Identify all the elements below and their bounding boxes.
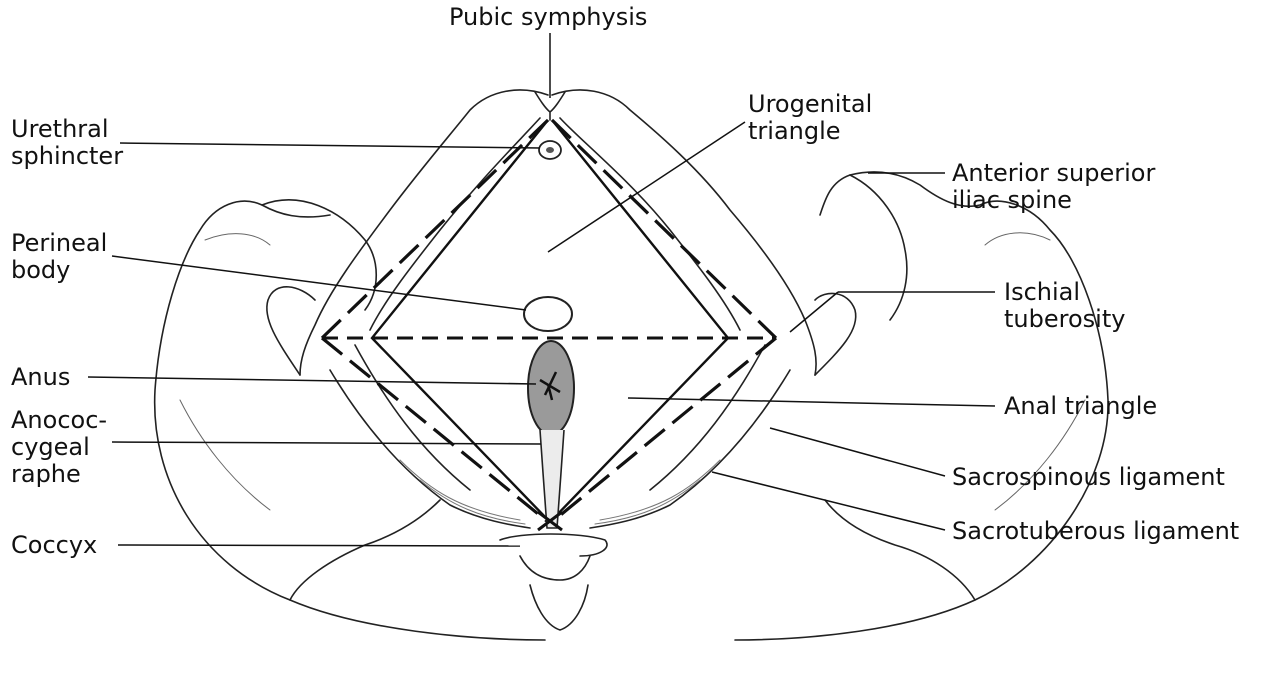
label-ischial-tuberosity: Ischial tuberosity	[1004, 279, 1125, 333]
leader-sacrotuberous-ligament	[712, 472, 945, 530]
label-anterior-superior-iliac-spine: Anterior superior iliac spine	[952, 160, 1155, 214]
anal-triangle-right-edge	[552, 338, 776, 522]
leader-anal-triangle	[628, 398, 995, 406]
label-anus: Anus	[11, 364, 70, 391]
inner-diamond-right	[552, 120, 728, 520]
label-anococcygeal-raphe: Anococ- cygeal raphe	[11, 407, 107, 488]
leader-sacrospinous-ligament	[770, 428, 945, 476]
left-sacrotuberous-ligament	[330, 345, 530, 528]
left-ligament-fibers	[400, 460, 525, 524]
label-urogenital-triangle: Urogenital triangle	[748, 91, 872, 145]
right-sacrotuberous-ligament	[590, 345, 790, 528]
urethral-sphincter-shape	[539, 141, 561, 159]
leader-perineal-body	[112, 256, 526, 310]
label-sacrospinous-ligament: Sacrospinous ligament	[952, 464, 1225, 491]
right-ligament-fibers	[595, 460, 720, 524]
label-perineal-body: Perineal body	[11, 230, 107, 284]
label-urethral-sphincter: Urethral sphincter	[11, 116, 123, 170]
perineal-body-shape	[524, 297, 572, 331]
anus-shape	[528, 341, 574, 435]
left-pubic-inner	[370, 118, 540, 330]
left-ilium-contour	[262, 200, 440, 600]
leader-urogenital-triangle	[548, 122, 745, 252]
leader-coccyx	[118, 545, 520, 546]
left-ischial-tuberosity-shape	[267, 287, 315, 375]
label-sacrotuberous-ligament: Sacrotuberous ligament	[952, 518, 1239, 545]
label-coccyx: Coccyx	[11, 532, 97, 559]
label-anal-triangle: Anal triangle	[1004, 393, 1157, 420]
right-pubic-inner	[560, 118, 740, 330]
urogenital-triangle-right-edge	[552, 120, 776, 338]
leader-urethral-sphincter	[120, 143, 540, 148]
leader-ischial-tuberosity	[790, 292, 838, 332]
coccyx-shape	[500, 534, 607, 630]
leader-anococcygeal-raphe	[112, 442, 541, 444]
left-pubic-ramus	[300, 90, 548, 375]
label-pubic-symphysis: Pubic symphysis	[449, 4, 647, 31]
